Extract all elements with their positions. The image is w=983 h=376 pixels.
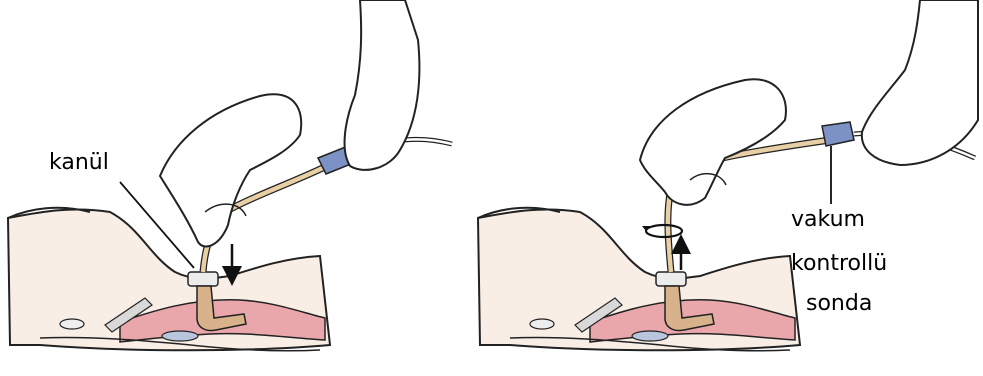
left-panel	[8, 0, 452, 351]
right-small-structure	[530, 319, 554, 329]
left-lower-hand	[160, 94, 301, 246]
right-vertebra	[632, 331, 668, 341]
right-cannula-flange	[656, 272, 686, 286]
left-upper-hand	[345, 0, 420, 170]
right-panel	[478, 0, 978, 351]
right-lower-hand	[640, 79, 786, 205]
left-small-structure	[60, 319, 84, 329]
left-cannula-flange	[188, 272, 218, 286]
left-vertebra	[162, 331, 198, 341]
cannula-label: kanül	[49, 152, 109, 174]
rotate-icon	[646, 225, 682, 237]
right-upper-hand	[862, 0, 978, 165]
right-suction-connector	[822, 122, 854, 146]
suction-catheter-label-line2: kontrollü	[791, 253, 887, 275]
suction-catheter-label-line3: sonda	[806, 293, 872, 315]
suction-catheter-label-line1: vakum	[791, 209, 865, 231]
